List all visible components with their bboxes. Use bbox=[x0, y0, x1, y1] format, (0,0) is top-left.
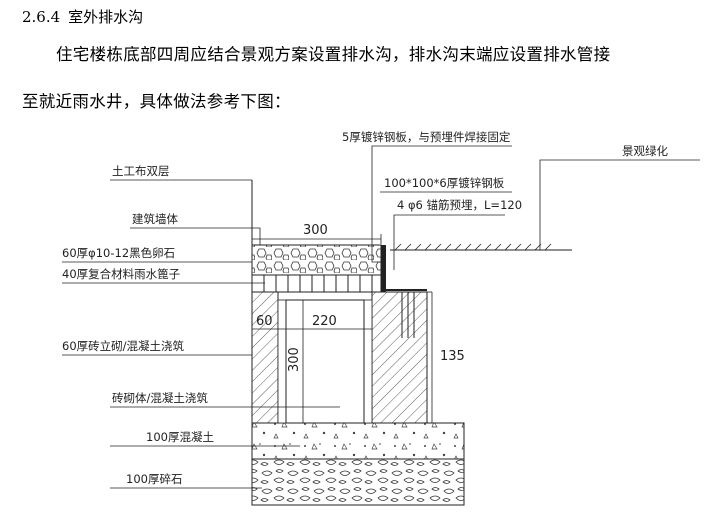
label-masonry: 砖砌体/混凝土浇筑 bbox=[112, 391, 208, 405]
label-geotextile: 土工布双层 bbox=[112, 164, 170, 178]
left-wall-liner bbox=[277, 299, 287, 424]
label-brick-side: 60厚砖立砌/混凝土浇筑 bbox=[62, 339, 185, 353]
rain-grate bbox=[251, 274, 382, 293]
label-grate: 40厚复合材料雨水篦子 bbox=[62, 267, 180, 281]
dim-60: 60 bbox=[256, 314, 273, 329]
dim-300-top: 300 bbox=[303, 223, 328, 238]
right-wall-liner bbox=[363, 299, 373, 424]
grate-bars bbox=[263, 275, 373, 292]
section-title: 室外排水沟 bbox=[68, 8, 144, 26]
dim-300-side: 300 bbox=[287, 347, 302, 372]
drain-channel bbox=[285, 299, 365, 424]
pebble-layer bbox=[251, 244, 382, 276]
left-wall bbox=[251, 291, 279, 424]
dim-135: 135 bbox=[440, 349, 465, 364]
concrete-layer bbox=[251, 422, 465, 460]
right-wall bbox=[371, 291, 428, 424]
body-text-line-1: 住宅楼栋底部四周应结合景观方案设置排水沟，排水沟末端应设置排水管接 bbox=[56, 45, 611, 64]
label-steel-plate-spec: 100*100*6厚镀锌钢板 bbox=[384, 176, 505, 190]
anchor-bars bbox=[401, 292, 415, 338]
label-pebbles: 60厚φ10-12黑色卵石 bbox=[62, 246, 175, 260]
steel-plate bbox=[381, 245, 386, 292]
section-number: 2.6.4 bbox=[22, 8, 61, 26]
label-concrete: 100厚混凝土 bbox=[146, 430, 214, 444]
label-building-wall: 建筑墙体 bbox=[132, 212, 178, 226]
section-heading: 2.6.4 室外排水沟 bbox=[22, 6, 143, 27]
gravel-layer bbox=[251, 458, 465, 506]
body-text-line-2: 至就近雨水井，具体做法参考下图： bbox=[22, 92, 291, 111]
label-landscape: 景观绿化 bbox=[622, 144, 668, 158]
label-gravel: 100厚碎石 bbox=[126, 472, 182, 486]
label-anchor-bar: 4 φ6 锚筋预埋，L=120 bbox=[397, 198, 522, 212]
label-steel-plate: 5厚镀锌钢板，与预埋件焊接固定 bbox=[342, 130, 511, 144]
dim-220: 220 bbox=[312, 314, 337, 329]
